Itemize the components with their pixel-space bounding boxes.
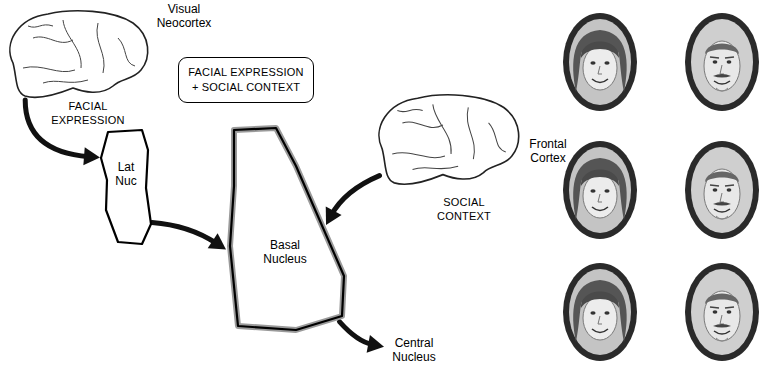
face-photo: [563, 13, 637, 111]
face-photo: [685, 263, 759, 361]
basal-nucleus: Basal Nucleus: [226, 126, 348, 332]
visual-cortex-brain-outline: [3, 8, 151, 100]
visual-cortex-brain: Visual Neocortex: [3, 8, 151, 100]
node-label: Basal Nucleus: [250, 238, 320, 267]
node-label: Frontal Cortex: [520, 137, 576, 166]
face-photo: [685, 13, 759, 111]
node-label: Central Nucleus: [384, 336, 444, 365]
central-nucleus-label: Central Nucleus: [384, 336, 444, 367]
face-photo: [563, 263, 637, 361]
edge-label: SOCIAL CONTEXT: [432, 196, 496, 224]
face-photo: [563, 141, 637, 239]
frontal-cortex-brain-outline: [372, 92, 522, 187]
connector-arrow: [326, 176, 380, 225]
connector-arrow: [339, 322, 384, 353]
edge-label: FACIAL EXPRESSION: [50, 100, 126, 128]
node-label: Visual Neocortex: [149, 2, 219, 31]
box-text: FACIAL EXPRESSION + SOCIAL CONTEXT: [187, 65, 305, 95]
face-photo: [685, 141, 759, 239]
connector-arrow: [152, 222, 226, 249]
frontal-cortex-brain: Frontal Cortex: [372, 92, 522, 187]
lateral-nucleus: Lat Nuc: [100, 128, 152, 246]
basal-nucleus-outline: [226, 126, 348, 332]
concept-box: FACIAL EXPRESSION + SOCIAL CONTEXT: [178, 57, 314, 103]
node-label: Lat Nuc: [109, 160, 143, 189]
